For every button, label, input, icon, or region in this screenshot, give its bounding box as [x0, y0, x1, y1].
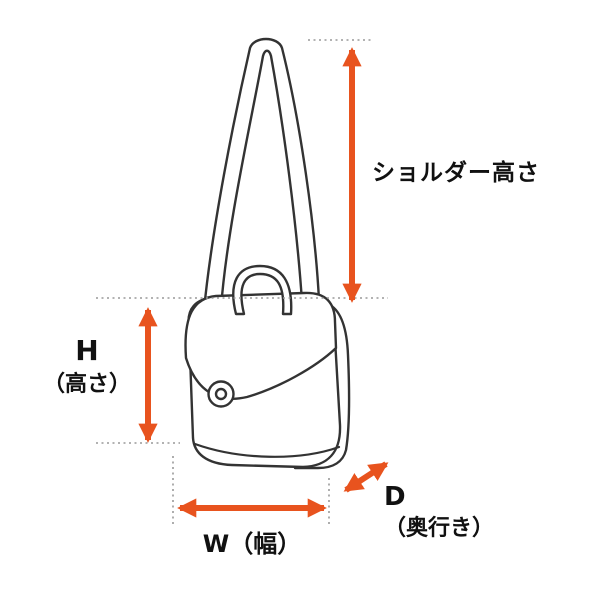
depth-label: D （奥行き）: [384, 482, 494, 543]
depth-arrow: [343, 461, 389, 493]
shoulder-height-label: ショルダー高さ: [372, 160, 540, 186]
width-label: W（幅）: [202, 530, 302, 558]
height-name: （高さ）: [42, 371, 131, 397]
height-label: H （高さ）: [26, 334, 148, 398]
clasp-button-center: [214, 387, 228, 401]
bag-handle: [232, 264, 293, 316]
height-symbol: H: [75, 334, 99, 367]
bag-bottom-seam: [193, 442, 341, 458]
depth-symbol: D: [384, 482, 406, 512]
depth-name: （奥行き）: [384, 516, 495, 542]
